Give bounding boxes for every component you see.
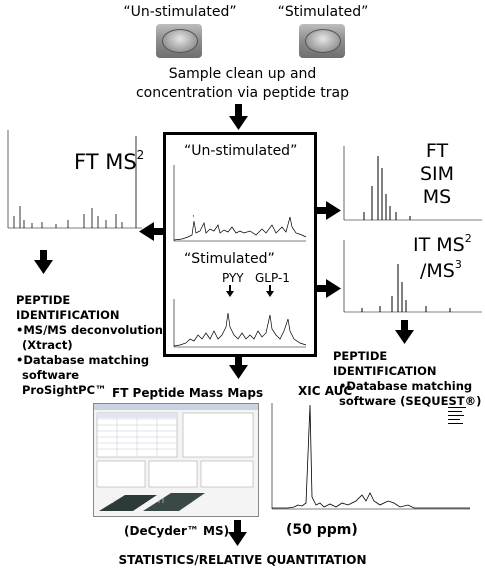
arrow-down-left	[34, 250, 53, 274]
arrow-down-final	[228, 520, 247, 546]
arrow-left	[139, 222, 166, 241]
left-bullet-xtract-2: (Xtract)	[22, 338, 73, 352]
decyder-label: (DeCyder™ MS)	[124, 524, 230, 538]
right-bullet-db-1: •Database matching	[339, 379, 473, 393]
xic-auc-title: XIC AUC	[298, 384, 353, 398]
left-peptide-id-block: PEPTIDE IDENTIFICATION •MS/MS deconvolut…	[16, 293, 166, 398]
it-ms2-label: IT MS2	[413, 232, 472, 256]
ms3-label: /MS3	[420, 258, 462, 282]
svg-text:·: ·	[192, 212, 195, 222]
arrow-right-lower	[312, 279, 341, 298]
stimulated-top-label: “Stimulated”	[277, 4, 369, 20]
ft-sim-ms-label: FT SIM MS	[419, 140, 455, 208]
arrow-down-top	[229, 104, 248, 130]
pyy-label: PYY	[222, 271, 244, 285]
arrow-down-center	[229, 355, 248, 379]
center-unstimulated-label: “Un-stimulated”	[184, 143, 298, 159]
unstimulated-chromatogram: ·	[173, 165, 307, 242]
left-bullet-db-2: software	[22, 368, 80, 382]
left-bullet-db-3: ProSightPC™	[22, 383, 107, 397]
ft-ms2-spectrum	[7, 130, 142, 229]
ft-sim-ms-spectrum	[343, 146, 482, 221]
cleanup-line2: concentration via peptide trap	[135, 85, 350, 101]
left-peptide-id-title: PEPTIDE IDENTIFICATION	[16, 293, 120, 322]
stimulated-chromatogram	[173, 285, 307, 348]
mass-maps-title: FT Peptide Mass Maps	[112, 386, 264, 400]
arrow-down-right	[395, 320, 414, 344]
arrow-right-upper	[312, 201, 341, 220]
unstimulated-top-label: “Un-stimulated”	[123, 4, 237, 20]
center-stimulated-label: “Stimulated”	[184, 251, 275, 267]
cleanup-line1: Sample clean up and	[168, 66, 317, 82]
glp1-label: GLP-1	[255, 271, 290, 285]
chromatogram-box: “Un-stimulated” · “Stimulated” PYY GLP-1	[163, 132, 317, 357]
it-ms2-ms3-spectrum	[343, 240, 482, 313]
right-peptide-id-title: PEPTIDE IDENTIFICATION	[333, 349, 437, 378]
unstimulated-dish-image	[156, 24, 202, 58]
ft-ms2-label: FT MS2	[74, 148, 145, 174]
left-bullet-xtract-1: •MS/MS deconvolution	[16, 323, 163, 337]
right-bullet-db-2: software (SEQUEST®)	[339, 394, 482, 408]
ppm-label: (50 ppm)	[286, 522, 358, 538]
stimulated-dish-image	[299, 24, 345, 58]
right-peptide-id-block: PEPTIDE IDENTIFICATION •Database matchin…	[333, 349, 485, 409]
left-bullet-db-1: •Database matching	[16, 353, 150, 367]
statistics-label: STATISTICS/RELATIVE QUANTITATION	[118, 553, 367, 567]
mass-maps-screenshot	[93, 403, 259, 517]
xic-auc-plot	[271, 403, 470, 510]
